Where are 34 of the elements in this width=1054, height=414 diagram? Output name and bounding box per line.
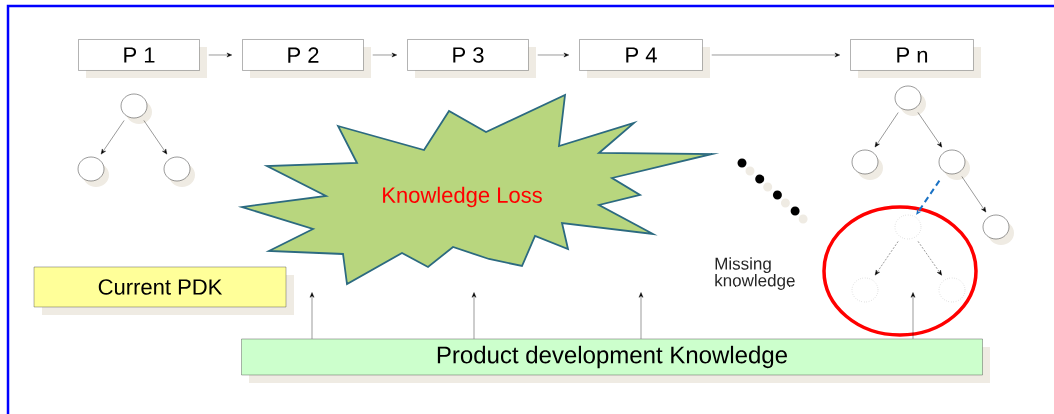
dotted-circle (938, 277, 966, 303)
dotted-circle (851, 277, 879, 303)
tree-node-circle (163, 156, 195, 187)
arrow (874, 241, 899, 276)
arrow (309, 292, 315, 339)
arrow (917, 112, 942, 148)
arrow (910, 292, 916, 339)
arrow (208, 52, 232, 58)
arrow (143, 120, 168, 155)
process-box: P n (850, 39, 981, 78)
tree-node-circle (894, 85, 926, 116)
arrow (372, 52, 397, 58)
process-box: P 4 (579, 39, 710, 78)
process-box: P 1 (78, 39, 207, 78)
tree-node-circle (938, 149, 970, 180)
current-pdk-box: Current PDK (33, 266, 294, 315)
dotted-circle (894, 214, 922, 240)
arrow (874, 112, 899, 148)
tree-node-circle (982, 214, 1014, 245)
tree-node-circle (851, 149, 883, 180)
arrow (961, 176, 987, 213)
arrow (917, 241, 942, 276)
arrow (100, 120, 125, 155)
tree-node-circle (77, 156, 109, 187)
process-box: P 2 (242, 39, 371, 78)
highlight-ring (822, 205, 978, 337)
arrow (638, 292, 644, 339)
tree-node-circle (120, 93, 152, 124)
arrow (711, 52, 840, 58)
knowledge-bar: Product development Knowledge (241, 338, 990, 383)
arrow (471, 292, 477, 339)
arrow (537, 52, 569, 58)
arrow (916, 179, 941, 215)
process-box: P 3 (407, 39, 536, 78)
